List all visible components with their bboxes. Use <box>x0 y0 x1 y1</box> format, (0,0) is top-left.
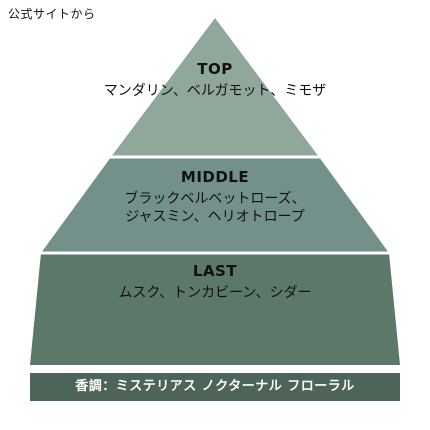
middle-notes-list-line-1: ブラックベルベットローズ、 <box>124 191 306 207</box>
last-notes-heading: LAST <box>192 262 238 280</box>
pyramid-top-tier <box>111 18 319 157</box>
top-notes-heading: TOP <box>197 60 233 78</box>
top-notes-block: TOP マンダリン、ベルガモット、ミモザ <box>0 60 430 100</box>
middle-notes-heading: MIDDLE <box>180 168 250 186</box>
middle-notes-block: MIDDLE ブラックベルベットローズ、 ジャスミン、ヘリオトロープ <box>0 168 430 226</box>
pyramid-middle-tier <box>41 157 389 253</box>
middle-notes-list-line-2: ジャスミン、ヘリオトロープ <box>125 209 305 225</box>
pyramid-last-tier <box>30 253 400 365</box>
top-notes-list: マンダリン、ベルガモット、ミモザ <box>103 83 327 99</box>
source-caption: 公式サイトから <box>8 7 96 21</box>
fragrance-type-bar: 香調：ミステリアス ノクターナル フローラル <box>30 373 400 401</box>
last-notes-block: LAST ムスク、トンカビーン、シダー <box>0 262 430 302</box>
last-notes-list: ムスク、トンカビーン、シダー <box>118 285 312 301</box>
